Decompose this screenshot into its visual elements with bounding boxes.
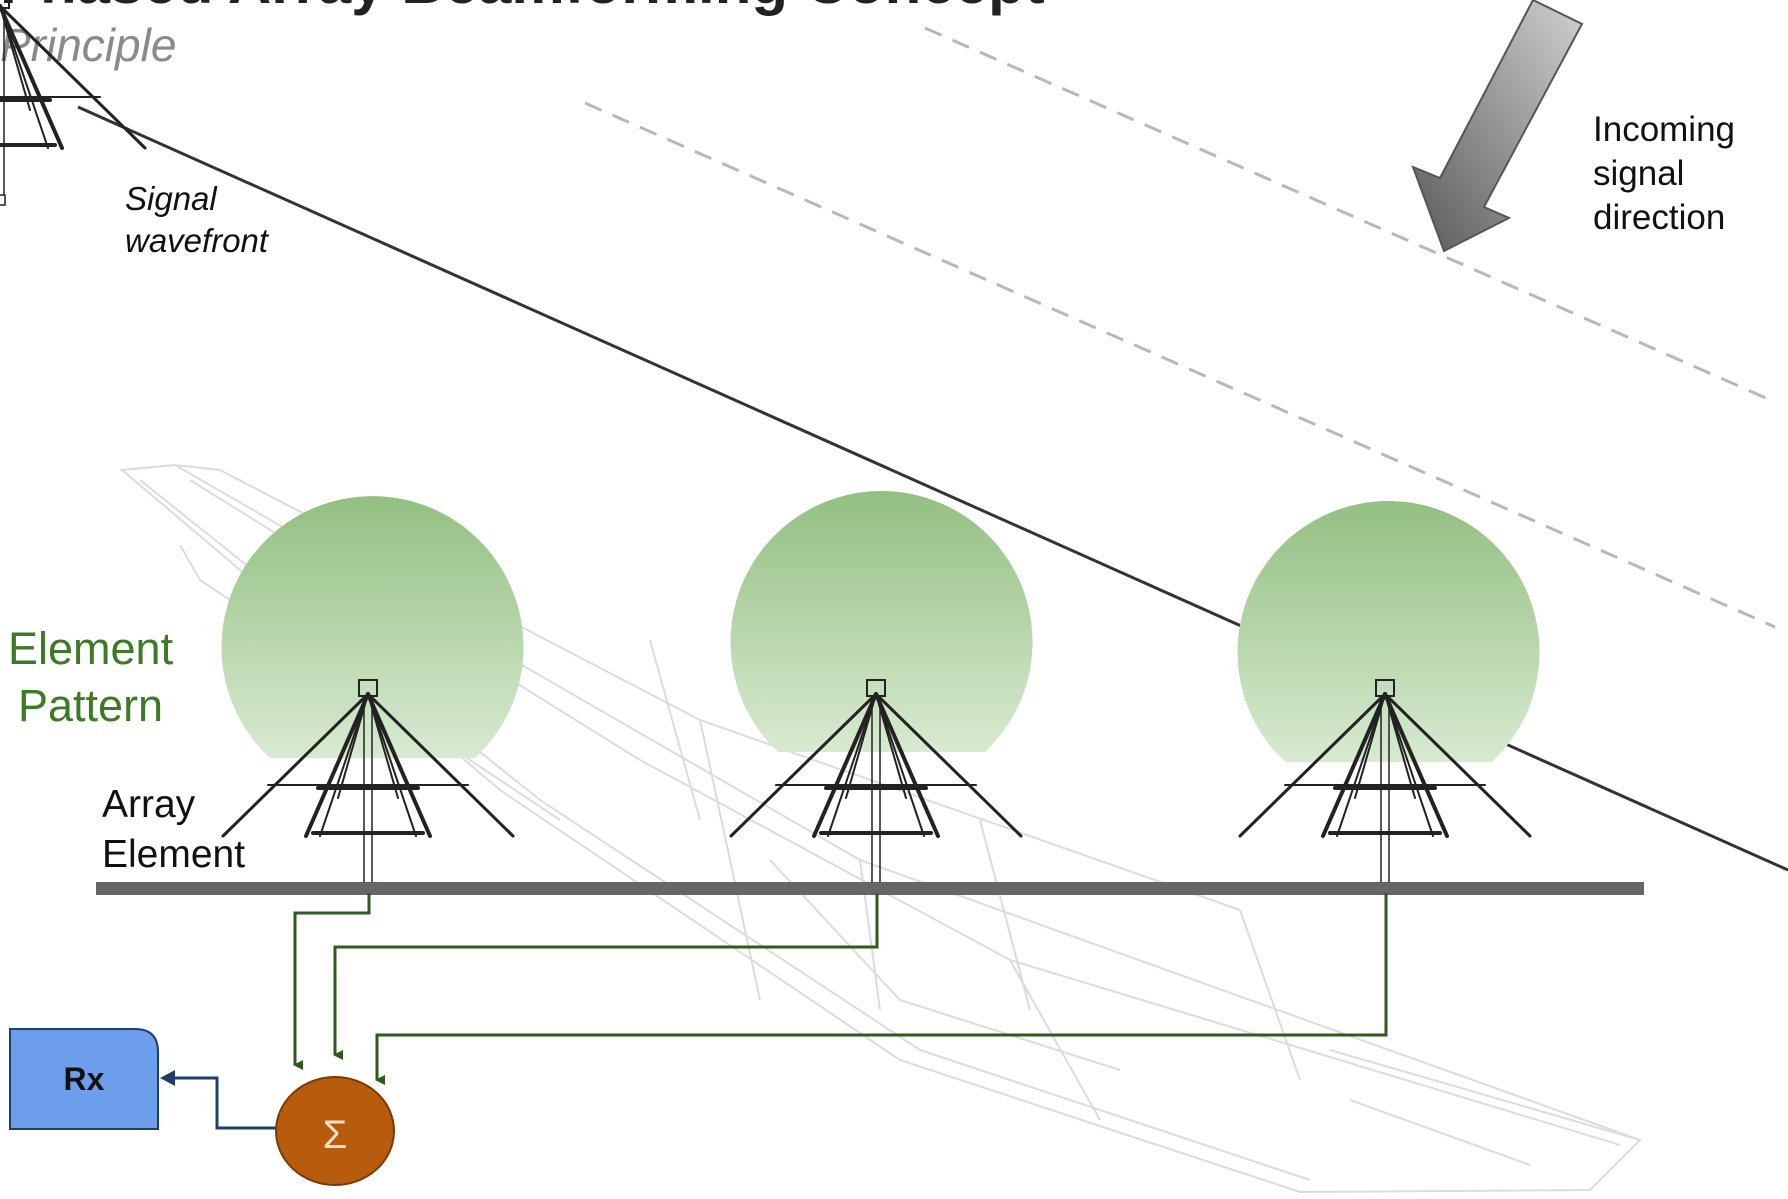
incoming-label-line-3: direction — [1593, 198, 1726, 237]
wavefront-label: Signal wavefront — [125, 178, 268, 262]
wavefront-label-line-2: wavefront — [125, 222, 269, 259]
summer-symbol: Σ — [322, 1112, 348, 1157]
receiver-arrowhead — [160, 1070, 175, 1086]
incoming-signal-arrow — [1411, 0, 1584, 253]
array-element-label: Array Element — [102, 780, 245, 880]
feed-line-3 — [375, 893, 1388, 1085]
feed-lines — [293, 893, 1388, 1085]
summer-node — [275, 1076, 395, 1186]
element-patterns — [221, 491, 1540, 762]
incoming-label-line-2: signal — [1593, 154, 1685, 193]
element-pattern-3 — [1237, 501, 1540, 762]
array-element-label-line-1: Array — [102, 783, 196, 826]
dashed-wavefront-upper — [924, 26, 1776, 404]
element-pattern-1 — [221, 496, 524, 758]
incoming-label-line-1: Incoming — [1593, 110, 1736, 149]
wavefront-label-line-1: Signal — [125, 180, 217, 217]
receiver-box — [9, 1028, 159, 1130]
incoming-signal-label: Incoming signal direction — [1593, 108, 1735, 240]
array-element-label-line-2: Element — [102, 833, 246, 876]
subtitle: Principle — [0, 19, 177, 71]
page-title: Phased Array Beamforming Concept — [0, 0, 1045, 17]
receiver-feed-line — [172, 1076, 276, 1130]
receiver-label: Rx — [63, 1060, 105, 1097]
feed-line-2 — [333, 893, 879, 1060]
element-pattern-2 — [730, 491, 1033, 752]
dashed-wavefront-lower — [584, 101, 1776, 629]
feed-line-1 — [293, 893, 371, 1070]
element-pattern-label-line-1: Element — [8, 623, 174, 674]
dashed-wavefronts — [584, 26, 1776, 629]
element-pattern-label-line-2: Pattern — [18, 680, 164, 731]
element-pattern-label: Element Pattern — [8, 620, 173, 734]
ground-plane — [96, 882, 1644, 895]
array-element-antenna — [0, 0, 147, 206]
